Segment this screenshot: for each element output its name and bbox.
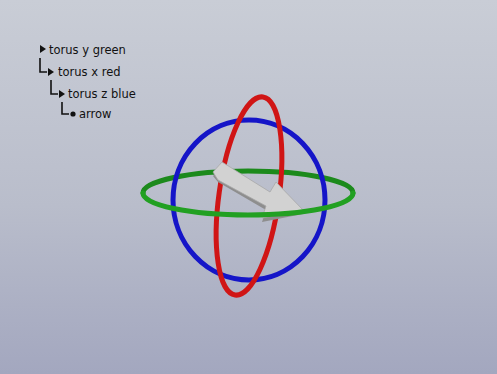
hierarchy-item: torus x red xyxy=(58,65,121,79)
hierarchy-item: torus y green xyxy=(49,43,126,57)
leaf-item: arrow xyxy=(79,107,112,121)
blue-torus xyxy=(173,120,325,280)
green-torus-front xyxy=(143,193,353,215)
hierarchy-item: torus z blue xyxy=(68,87,136,101)
